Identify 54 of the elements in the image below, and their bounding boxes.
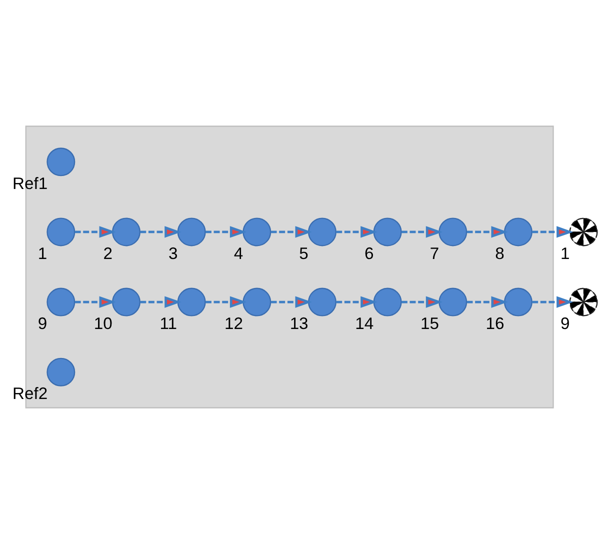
- arrow: [336, 296, 378, 308]
- arrow: [532, 296, 574, 308]
- arrow: [140, 226, 182, 238]
- node-circle: [112, 288, 140, 316]
- node-label: 16: [486, 314, 504, 333]
- node-circle: [438, 288, 468, 316]
- node-circle: [373, 218, 402, 246]
- node-label: 4: [234, 244, 244, 263]
- node-label: 2: [103, 244, 112, 263]
- node-circle: [177, 218, 206, 246]
- arrow: [206, 226, 247, 238]
- node-circle: [373, 288, 402, 316]
- node-circle: [504, 218, 532, 246]
- node-label: 9: [560, 314, 570, 333]
- node-label: 1: [38, 244, 48, 263]
- node-circle: [46, 358, 76, 386]
- node-label: 11: [160, 314, 178, 333]
- arrow: [74, 226, 116, 238]
- node-circle: [242, 288, 272, 316]
- node-circle: [438, 218, 468, 246]
- node-circle: [46, 288, 76, 316]
- node-circle: [46, 148, 76, 176]
- arrow: [140, 296, 182, 308]
- arrow: [74, 296, 116, 308]
- arrow: [466, 226, 508, 238]
- node-label: 14: [355, 314, 374, 333]
- node-label: 3: [168, 244, 178, 263]
- node-label: 9: [38, 314, 48, 333]
- arrow: [466, 296, 508, 308]
- node-label: 5: [299, 244, 308, 263]
- node-label: 10: [94, 314, 112, 333]
- arrow: [401, 226, 443, 238]
- node-circle: [112, 218, 140, 246]
- node-label: 7: [430, 244, 440, 263]
- arrow: [532, 226, 574, 238]
- node-label: 1: [560, 244, 570, 263]
- node-circle: [177, 288, 206, 316]
- node-label: 12: [224, 314, 243, 333]
- node-label: Ref1: [12, 174, 48, 193]
- arrow: [336, 226, 378, 238]
- node-circle: [504, 288, 532, 316]
- node-label: 6: [364, 244, 374, 263]
- arrow: [270, 296, 312, 308]
- node-label: 8: [495, 244, 504, 263]
- arrow: [401, 296, 443, 308]
- node-circle: [308, 288, 336, 316]
- node-label: Ref2: [12, 384, 48, 404]
- node-label: 13: [290, 314, 308, 333]
- node-circle: [46, 218, 76, 246]
- arrow: [270, 226, 312, 238]
- node-circle: [242, 218, 272, 246]
- arrow: [206, 296, 247, 308]
- node-label: 15: [420, 314, 439, 333]
- node-circle: [308, 218, 336, 246]
